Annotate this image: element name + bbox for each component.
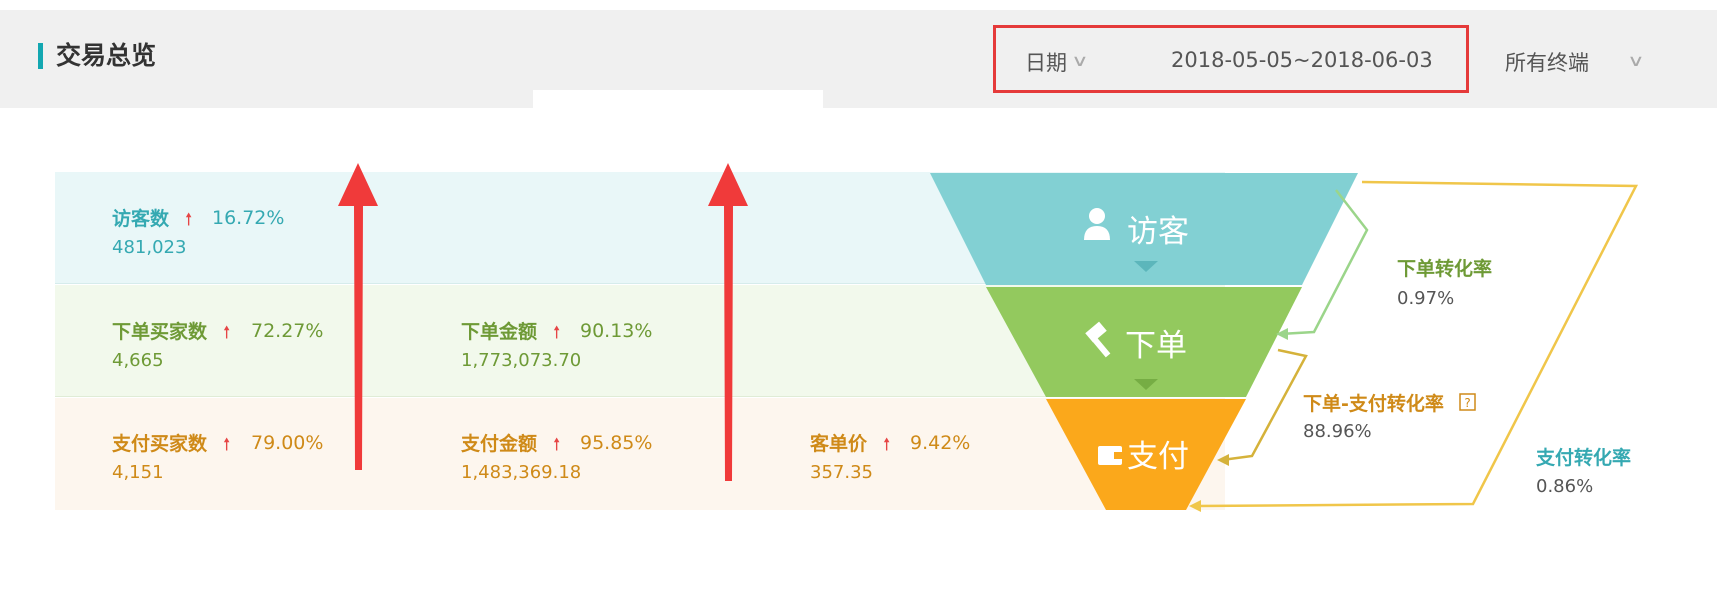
- pay-buyers-value: 4,151: [112, 462, 164, 483]
- arrow-up-icon: 🠕: [185, 210, 193, 230]
- funnel-pay-stage: [1046, 399, 1246, 510]
- order-amount-change: 90.13%: [580, 320, 653, 342]
- red-annotation-arrow: [338, 163, 378, 470]
- order-buyers-value: 4,665: [112, 350, 164, 371]
- arrow-left-icon: [1217, 454, 1229, 466]
- arrow-up-icon: 🠕: [553, 323, 561, 343]
- date-filter-highlight: [993, 25, 1469, 93]
- payment-row: [55, 398, 1225, 510]
- svg-text:?: ?: [1464, 396, 1470, 410]
- date-range-picker[interactable]: 2018-05-05~2018-06-03: [1171, 48, 1433, 72]
- unit-price-change: 9.42%: [910, 432, 971, 454]
- order-buyers-label: 下单买家数: [112, 321, 208, 343]
- arrow-left-icon: [1276, 328, 1288, 340]
- unit-price-label: 客单价: [810, 433, 868, 455]
- order-rate-label: 下单转化率: [1397, 258, 1493, 280]
- terminal-dropdown[interactable]: 所有终端: [1505, 51, 1589, 75]
- page-title: 交易总览: [56, 41, 157, 70]
- pay-rate-value: 0.86%: [1536, 476, 1594, 497]
- hammer-icon: [1085, 321, 1111, 358]
- unit-price-value: 357.35: [810, 462, 873, 483]
- arrow-up-icon: 🠕: [553, 435, 561, 455]
- chevron-down-icon: [1134, 379, 1158, 390]
- funnel-visit-label: 访客: [1127, 214, 1189, 250]
- arrow-left-icon: [1189, 500, 1201, 512]
- header-gap: [533, 90, 823, 110]
- funnel-pay-label: 支付: [1127, 439, 1189, 475]
- pay-buyers-label: 支付买家数: [112, 433, 208, 455]
- arrow-up-icon: 🠕: [883, 435, 891, 455]
- order-pay-rate-label: 下单-支付转化率: [1303, 393, 1444, 415]
- order-pay-rate-connector: [1221, 348, 1308, 462]
- arrow-up-icon: 🠕: [223, 323, 231, 343]
- question-icon[interactable]: ?: [1459, 393, 1476, 411]
- user-icon: [1084, 208, 1110, 240]
- funnel-order-stage: [986, 287, 1302, 397]
- date-type-dropdown[interactable]: 日期: [1025, 51, 1067, 75]
- arrow-up-icon: 🠕: [223, 435, 231, 455]
- pay-rate-connector: [1195, 180, 1639, 508]
- funnel-order-label: 下单: [1125, 328, 1187, 364]
- visitors-change: 16.72%: [212, 207, 285, 229]
- chevron-down-icon[interactable]: ∨: [1071, 51, 1089, 70]
- title-accent-bar: [38, 43, 43, 69]
- chevron-down-icon[interactable]: ∨: [1627, 51, 1645, 70]
- funnel-visit-stage: [930, 173, 1358, 285]
- pay-amount-value: 1,483,369.18: [461, 462, 582, 483]
- wallet-icon: [1098, 446, 1122, 465]
- pay-rate-label: 支付转化率: [1536, 447, 1632, 469]
- order-amount-value: 1,773,073.70: [461, 350, 582, 371]
- order-amount-label: 下单金额: [461, 321, 538, 343]
- red-annotation-arrow: [708, 163, 748, 481]
- pay-buyers-change: 79.00%: [251, 432, 324, 454]
- visitors-label: 访客数: [112, 208, 170, 230]
- order-rate-connector: [1279, 189, 1369, 336]
- order-buyers-change: 72.27%: [251, 320, 324, 342]
- visitors-value: 481,023: [112, 237, 187, 258]
- pay-amount-label: 支付金额: [461, 433, 538, 455]
- chevron-down-icon: [1134, 261, 1158, 272]
- order-pay-rate-value: 88.96%: [1303, 421, 1372, 442]
- order-rate-value: 0.97%: [1397, 288, 1455, 309]
- pay-amount-change: 95.85%: [580, 432, 653, 454]
